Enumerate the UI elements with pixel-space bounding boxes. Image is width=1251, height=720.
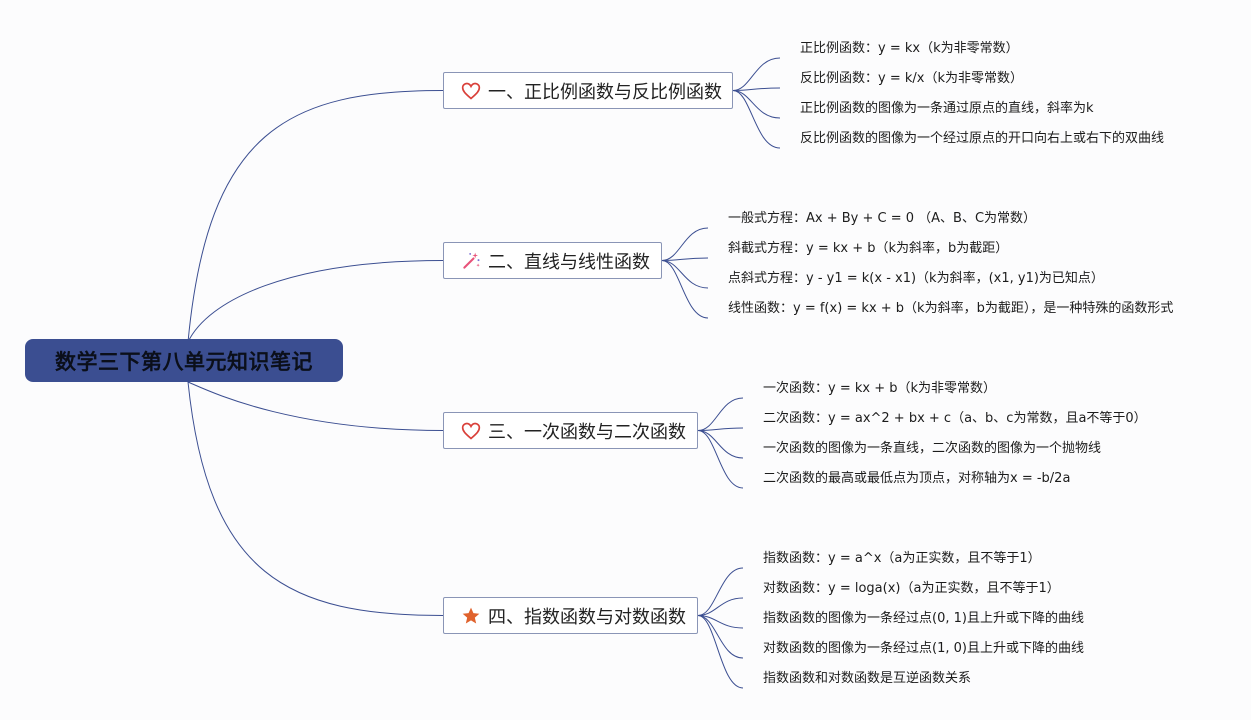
branch-to-leaf-line: [697, 430, 744, 459]
branch-label: 三、一次函数与二次函数: [488, 421, 686, 443]
branch-to-leaf-line: [661, 260, 709, 319]
leaf-topic[interactable]: 对数函数的图像为一条经过点(1, 0)且上升或下降的曲线: [763, 641, 1084, 656]
branch-to-leaf-line: [697, 597, 744, 616]
leaf-topic[interactable]: 对数函数：y = loga(x)（a为正实数，且不等于1）: [763, 581, 1060, 596]
leaf-topic[interactable]: 一次函数：y = kx + b（k为非零常数）: [763, 381, 997, 396]
branch-topic-1[interactable]: 一、正比例函数与反比例函数: [443, 72, 733, 109]
root-topic[interactable]: 数学三下第八单元知识笔记: [25, 339, 343, 382]
magic-wand-icon: [460, 250, 482, 272]
branch-to-leaf-line: [732, 90, 781, 119]
branch-to-leaf-line: [697, 567, 744, 616]
leaf-topic[interactable]: 点斜式方程：y - y1 = k(x - x1)（k为斜率，(x1, y1)为已…: [728, 271, 1104, 286]
branch-to-leaf-line: [732, 57, 781, 91]
leaf-topic[interactable]: 指数函数和对数函数是互逆函数关系: [763, 671, 972, 686]
root-to-branch-line-3: [187, 381, 444, 431]
leaf-topic[interactable]: 正比例函数：y = kx（k为非零常数）: [800, 41, 1019, 56]
leaf-topic[interactable]: 二次函数：y = ax^2 + bx + c（a、b、c为常数，且a不等于0）: [763, 411, 1147, 426]
branch-to-leaf-line: [697, 430, 744, 489]
branch-to-leaf-line: [661, 227, 709, 261]
branch-to-leaf-line: [732, 87, 781, 91]
leaf-topic[interactable]: 一次函数的图像为一条直线，二次函数的图像为一个抛物线: [763, 441, 1102, 456]
branch-label: 二、直线与线性函数: [488, 251, 650, 273]
leaf-topic[interactable]: 斜截式方程：y = kx + b（k为斜率，b为截距）: [728, 241, 1009, 256]
branch-to-leaf-line: [697, 615, 744, 659]
leaf-topic[interactable]: 二次函数的最高或最低点为顶点，对称轴为x = -b/2a: [763, 471, 1071, 486]
heart-outline-icon: [460, 80, 482, 102]
branch-topic-3[interactable]: 三、一次函数与二次函数: [443, 412, 698, 449]
branch-to-leaf-line: [697, 427, 744, 431]
star-icon: [460, 605, 482, 627]
leaf-topic[interactable]: 指数函数：y = a^x（a为正实数，且不等于1）: [763, 551, 1041, 566]
leaf-topic[interactable]: 指数函数的图像为一条经过点(0, 1)且上升或下降的曲线: [763, 611, 1084, 626]
branch-to-leaf-line: [732, 90, 781, 149]
root-to-branch-line-2: [187, 260, 444, 343]
branch-to-leaf-line: [661, 257, 709, 261]
branch-label: 四、指数函数与对数函数: [488, 606, 686, 628]
root-to-branch-line-1: [187, 90, 444, 343]
branch-to-leaf-line: [661, 260, 709, 289]
heart-outline-icon: [460, 420, 482, 442]
branch-topic-2[interactable]: 二、直线与线性函数: [443, 242, 662, 279]
leaf-topic[interactable]: 反比例函数的图像为一个经过原点的开口向右上或右下的双曲线: [800, 131, 1165, 146]
branch-topic-4[interactable]: 四、指数函数与对数函数: [443, 597, 698, 634]
root-to-branch-line-4: [187, 381, 444, 616]
leaf-topic[interactable]: 一般式方程：Ax + By + C = 0 （A、B、C为常数）: [728, 211, 1037, 226]
branch-label: 一、正比例函数与反比例函数: [488, 81, 722, 103]
leaf-topic[interactable]: 反比例函数：y = k/x（k为非零常数）: [800, 71, 1023, 86]
leaf-topic[interactable]: 线性函数：y = f(x) = kx + b（k为斜率，b为截距），是一种特殊的…: [728, 301, 1174, 316]
branch-to-leaf-line: [697, 615, 744, 689]
leaf-topic[interactable]: 正比例函数的图像为一条通过原点的直线，斜率为k: [800, 101, 1094, 116]
branch-to-leaf-line: [697, 397, 744, 431]
